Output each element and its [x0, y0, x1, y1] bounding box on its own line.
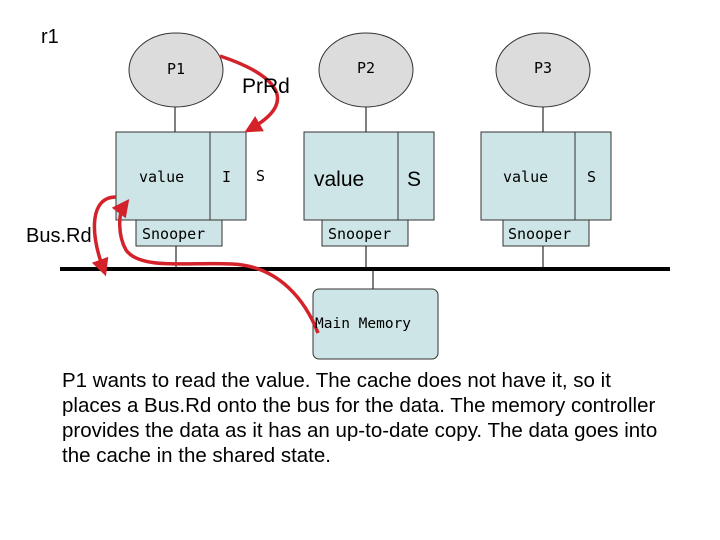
slide-label: r1: [41, 26, 59, 48]
busrd-arrow: [91, 195, 117, 277]
p2-cache-value-cell: [303, 131, 399, 221]
p1-cache-value: value: [139, 168, 185, 186]
prrd-label: PrRd: [242, 75, 290, 98]
p1-processor-circle: [128, 32, 224, 108]
p1-processor-label: P1: [166, 60, 186, 78]
p3-cache-state: S: [587, 168, 597, 186]
p2-cache-state-cell: [397, 131, 435, 221]
prrd-arrow: [219, 54, 280, 133]
p2-cache-state: S: [407, 168, 422, 191]
p1-snooper-label: Snooper: [142, 225, 206, 243]
p1-snooper-box: [135, 219, 223, 247]
p3-processor-label: P3: [533, 59, 553, 77]
p1-cache-state: I: [222, 168, 232, 186]
p1-cache-state-cell: [209, 131, 247, 221]
p3-cache-value-cell: [480, 131, 576, 221]
busrd-label: Bus.Rd: [26, 225, 92, 247]
caption-text: P1 wants to read the value. The cache do…: [62, 369, 658, 467]
p2-processor-circle: [318, 32, 414, 108]
main-memory-label: Main Memory: [315, 316, 412, 332]
p3-cache-state-cell: [574, 131, 612, 221]
p2-snooper-label: Snooper: [328, 225, 392, 243]
p3-cache-value: value: [503, 168, 549, 186]
p2-processor-label: P2: [356, 59, 376, 77]
p3-snooper-box: [502, 219, 590, 247]
p1-cache-value-cell: [115, 131, 211, 221]
p2-snooper-box: [321, 219, 409, 247]
data-return-arrow: [111, 198, 320, 334]
s-label: S: [256, 167, 266, 185]
p3-processor-circle: [495, 32, 591, 108]
p3-snooper-label: Snooper: [508, 225, 572, 243]
p2-cache-value: value: [314, 168, 365, 191]
